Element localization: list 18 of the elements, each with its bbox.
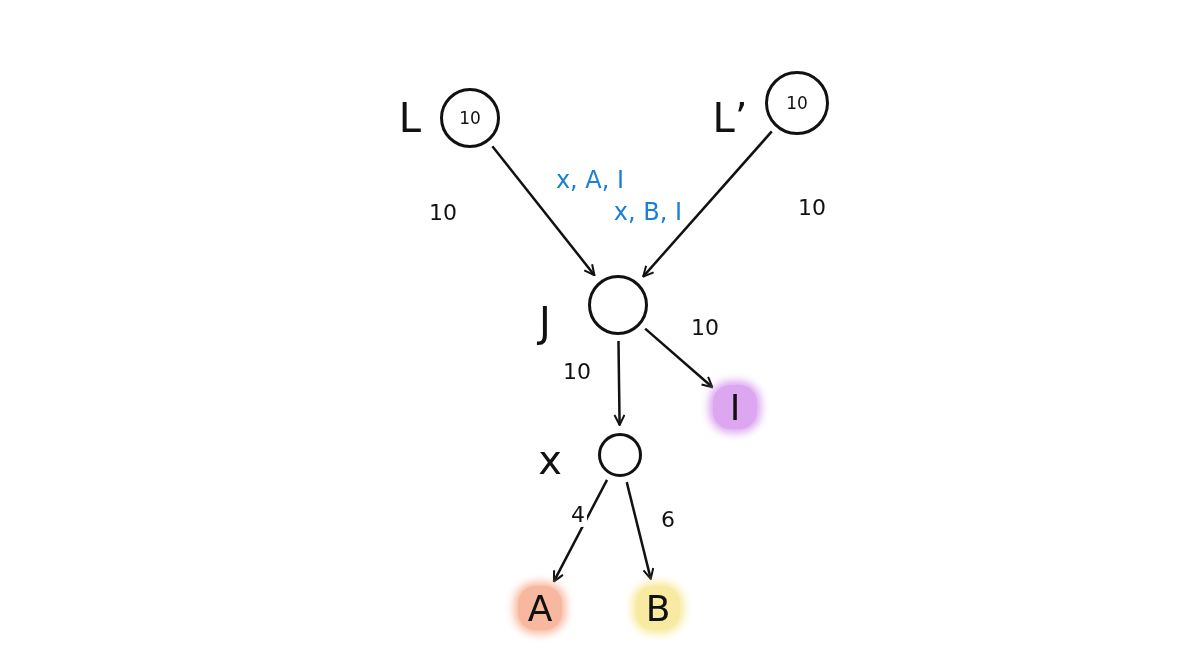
circle-node: 10 [765, 71, 829, 135]
highlighted-letter: A [518, 586, 562, 630]
circle-node: 10 [440, 88, 500, 148]
highlighted-letter: I [713, 385, 757, 429]
circle-node [588, 275, 648, 335]
arrow [613, 341, 626, 426]
node-name: L [398, 98, 422, 138]
node-name: L’ [712, 98, 748, 138]
arrow [552, 479, 609, 583]
arrow [491, 145, 596, 277]
circle-node [598, 433, 642, 477]
arrow [625, 481, 655, 580]
arrow [642, 130, 773, 278]
annotation: x, B, I [613, 198, 683, 226]
highlighted-letter: B [636, 586, 680, 630]
arrow [644, 327, 714, 389]
node-name: x [538, 440, 562, 480]
annotation: x, A, I [555, 166, 625, 194]
